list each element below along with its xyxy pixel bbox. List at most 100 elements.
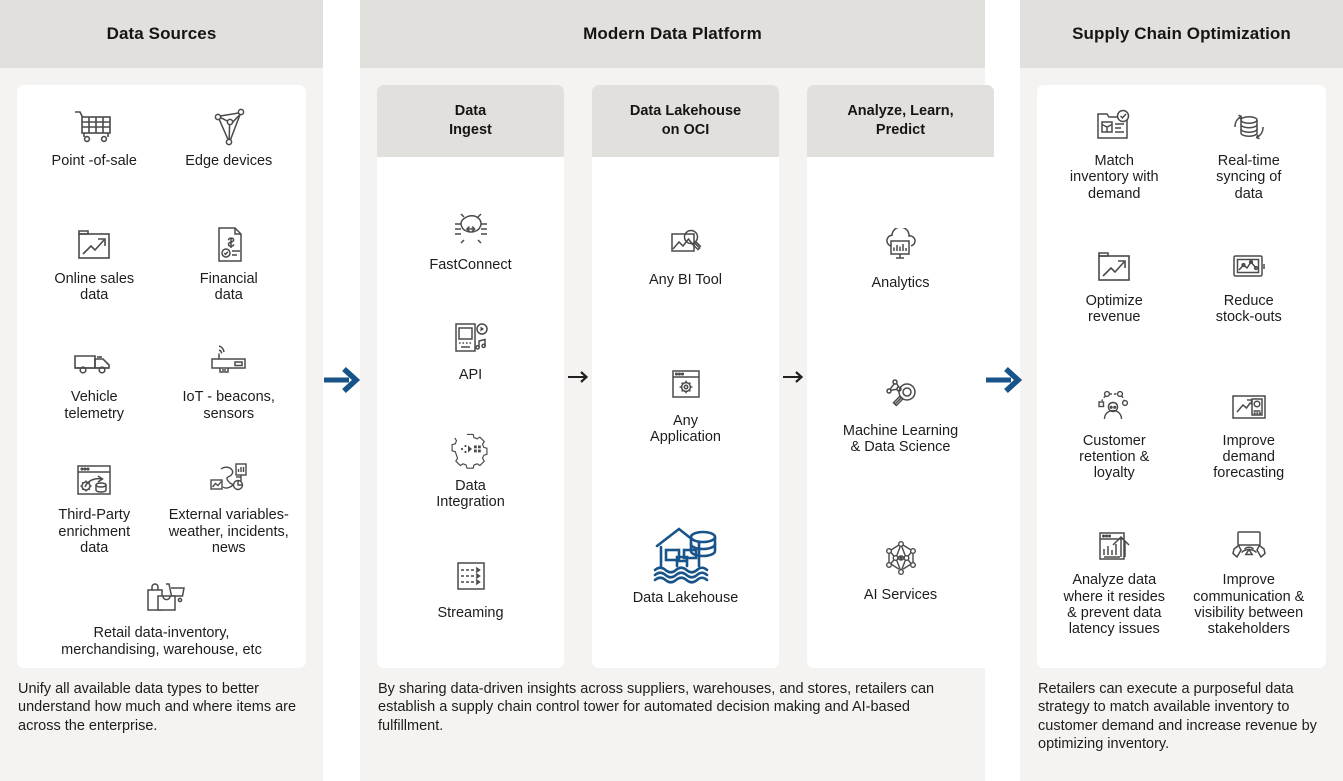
optimize-revenue-icon [1092, 243, 1136, 291]
caption-supply-chain-optimization: Retailers can execute a purposeful data … [1038, 681, 1317, 753]
communication-icon [1226, 522, 1272, 570]
list-item[interactable]: Edge devices [162, 99, 297, 217]
any-application-icon [665, 360, 707, 410]
arrow-platform-to-supply [984, 362, 1022, 398]
arrow-sources-to-platform [322, 362, 360, 398]
shopping-cart-icon [71, 103, 117, 151]
list-item-label: FastConnect [429, 256, 512, 273]
column-body-data-sources: Point -of-sale Edge devices [0, 68, 323, 781]
retail-inventory-icon [138, 575, 186, 623]
list-item-label: External variables-weather, incidents,ne… [168, 507, 289, 556]
arrow-lakehouse-to-analyze [779, 85, 807, 668]
page-title-supply-chain-optimization: Supply Chain Optimization [1072, 24, 1291, 43]
arrow-ingest-to-lakehouse [564, 85, 592, 668]
list-item[interactable]: Machine Learning& Data Science [843, 370, 958, 456]
third-party-data-icon [72, 457, 116, 505]
data-integration-gear-icon [449, 425, 493, 475]
list-item-label: Data Lakehouse [632, 589, 739, 606]
financial-document-icon [209, 221, 249, 269]
list-item-label: API [458, 367, 483, 384]
realtime-sync-icon [1227, 103, 1271, 151]
reduce-stockouts-icon [1227, 243, 1271, 291]
list-item[interactable]: Data Lakehouse [632, 517, 739, 606]
match-inventory-icon [1091, 103, 1137, 151]
delivery-truck-icon [70, 339, 118, 387]
column-header-modern-data-platform: Modern Data Platform [360, 0, 985, 68]
column-header-supply-chain-optimization: Supply Chain Optimization [1020, 0, 1343, 68]
ai-services-icon [879, 534, 923, 584]
analytics-cloud-icon [879, 222, 923, 272]
panel-body-data-ingest: FastConnect [377, 157, 564, 668]
column-data-sources: Data Sources [0, 0, 323, 781]
list-item[interactable]: IoT - beacons,sensors [162, 335, 297, 453]
list-item[interactable]: Any BI Tool [649, 219, 722, 288]
page-title-data-sources: Data Sources [106, 24, 217, 43]
data-sources-card: Point -of-sale Edge devices [17, 85, 306, 668]
list-item[interactable]: Point -of-sale [27, 99, 162, 217]
api-device-icon [449, 314, 493, 364]
column-header-data-sources: Data Sources [0, 0, 323, 68]
machine-learning-icon [879, 370, 923, 420]
list-item[interactable]: API [449, 314, 493, 383]
edge-network-icon [206, 103, 252, 151]
customer-retention-icon [1091, 383, 1137, 431]
demand-forecasting-icon [1226, 383, 1272, 431]
panel-title: Analyze, Learn,Predict [847, 102, 954, 138]
list-item-label: Retail data-inventory,merchandising, war… [61, 625, 262, 658]
list-item[interactable]: AI Services [864, 534, 937, 603]
panel-body-analyze-learn-predict: Analytics [807, 157, 994, 668]
list-item[interactable]: Streaming [437, 552, 504, 621]
external-variables-icon [206, 457, 252, 505]
list-item[interactable]: FastConnect [429, 204, 512, 273]
list-item-label: Machine Learning& Data Science [842, 422, 959, 455]
page-title-modern-data-platform: Modern Data Platform [583, 24, 762, 43]
column-supply-chain-optimization: Supply Chain Optimization [1020, 0, 1343, 781]
list-item[interactable]: External variables-weather, incidents,ne… [162, 453, 297, 571]
list-item-label: Edge devices [185, 153, 273, 169]
panel-body-data-lakehouse-oci: Any BI Tool [592, 157, 779, 668]
list-item-label: Any BI Tool [648, 271, 723, 288]
list-item[interactable]: Analytics [871, 222, 930, 291]
iot-sensor-icon [206, 339, 252, 387]
caption-data-sources: Unify all available data types to better… [18, 681, 297, 734]
list-item-label: Streaming [437, 604, 504, 621]
list-item-label: Point -of-sale [51, 153, 137, 169]
list-item[interactable]: Retail data-inventory,merchandising, war… [27, 571, 296, 658]
